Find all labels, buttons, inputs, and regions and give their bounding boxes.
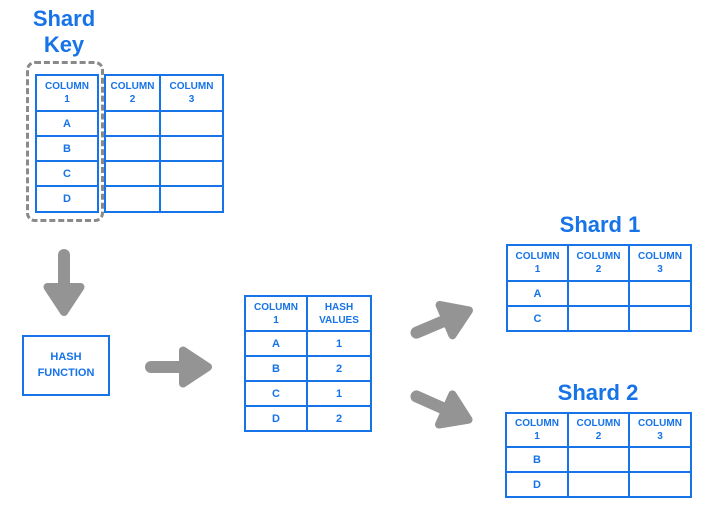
empty-cell xyxy=(159,135,224,162)
empty-cell xyxy=(104,110,161,137)
key-cell: B xyxy=(244,355,308,382)
header-label: COLUMN 3 xyxy=(638,251,682,275)
header-cell: COLUMN 1 xyxy=(35,74,99,112)
header-cell: COLUMN 3 xyxy=(628,412,692,448)
key-cell: C xyxy=(35,160,99,187)
header-label: COLUMN 3 xyxy=(169,81,214,105)
header-label: HASH VALUES xyxy=(319,301,359,326)
hash-cell: 2 xyxy=(306,405,372,432)
shard-key-highlight xyxy=(26,61,104,222)
empty-cell xyxy=(104,135,161,162)
header-label: COLUMN 1 xyxy=(515,251,560,275)
shard-key-title: Shard Key xyxy=(32,6,96,57)
hash-cell: 1 xyxy=(306,380,372,407)
key-cell: D xyxy=(35,185,99,213)
header-label: COLUMN 1 xyxy=(45,81,89,105)
key-cell: B xyxy=(35,135,99,162)
shard-2-table: COLUMN 1 COLUMN 2 COLUMN 3 B D xyxy=(505,412,692,498)
shard-key-table-columns-2-3: COLUMN 2 COLUMN 3 xyxy=(104,74,224,213)
empty-cell xyxy=(567,446,630,473)
arrow-down-right-icon xyxy=(410,381,475,434)
key-cell: A xyxy=(506,280,569,307)
hash-values-table: COLUMN 1 HASH VALUES A 1 B 2 C 1 D 2 xyxy=(244,295,372,432)
header-cell: COLUMN 2 xyxy=(104,74,161,112)
header-label: COLUMN 2 xyxy=(576,418,621,442)
hash-cell: 2 xyxy=(306,355,372,382)
empty-cell xyxy=(104,160,161,187)
shard-1-table: COLUMN 1 COLUMN 2 COLUMN 3 A C xyxy=(506,244,692,332)
empty-cell xyxy=(567,280,630,307)
header-cell: COLUMN 1 xyxy=(506,244,569,282)
arrow-up-right-icon xyxy=(410,295,475,348)
empty-cell xyxy=(567,471,630,498)
empty-cell xyxy=(628,446,692,473)
hash-function-box: HASH FUNCTION xyxy=(22,335,110,396)
empty-cell xyxy=(628,471,692,498)
header-label: COLUMN 3 xyxy=(638,418,682,442)
header-label: COLUMN 2 xyxy=(110,81,155,105)
empty-cell xyxy=(104,185,161,213)
header-label: COLUMN 1 xyxy=(254,301,298,326)
header-cell: COLUMN 2 xyxy=(567,244,630,282)
header-cell: COLUMN 1 xyxy=(244,295,308,332)
hash-function-label: HASH FUNCTION xyxy=(37,351,95,379)
key-cell: A xyxy=(35,110,99,137)
header-label: COLUMN 2 xyxy=(576,251,621,275)
empty-cell xyxy=(628,280,692,307)
header-cell: COLUMN 1 xyxy=(505,412,569,448)
header-cell: COLUMN 2 xyxy=(567,412,630,448)
key-cell: A xyxy=(244,330,308,357)
shard-2-title: Shard 2 xyxy=(557,380,639,405)
key-cell: C xyxy=(244,380,308,407)
empty-cell xyxy=(159,110,224,137)
shard-key-table-column-1: COLUMN 1 A B C D xyxy=(35,74,99,213)
key-cell: D xyxy=(244,405,308,432)
empty-cell xyxy=(567,305,630,332)
arrow-down-icon xyxy=(48,255,81,312)
header-cell: COLUMN 3 xyxy=(159,74,224,112)
hash-cell: 1 xyxy=(306,330,372,357)
header-cell: HASH VALUES xyxy=(306,295,372,332)
key-cell: C xyxy=(506,305,569,332)
arrow-right-icon xyxy=(151,351,208,384)
key-cell: D xyxy=(505,471,569,498)
empty-cell xyxy=(159,160,224,187)
header-cell: COLUMN 3 xyxy=(628,244,692,282)
shard-1-title: Shard 1 xyxy=(559,212,641,237)
key-cell: B xyxy=(505,446,569,473)
empty-cell xyxy=(159,185,224,213)
empty-cell xyxy=(628,305,692,332)
header-label: COLUMN 1 xyxy=(515,418,559,442)
